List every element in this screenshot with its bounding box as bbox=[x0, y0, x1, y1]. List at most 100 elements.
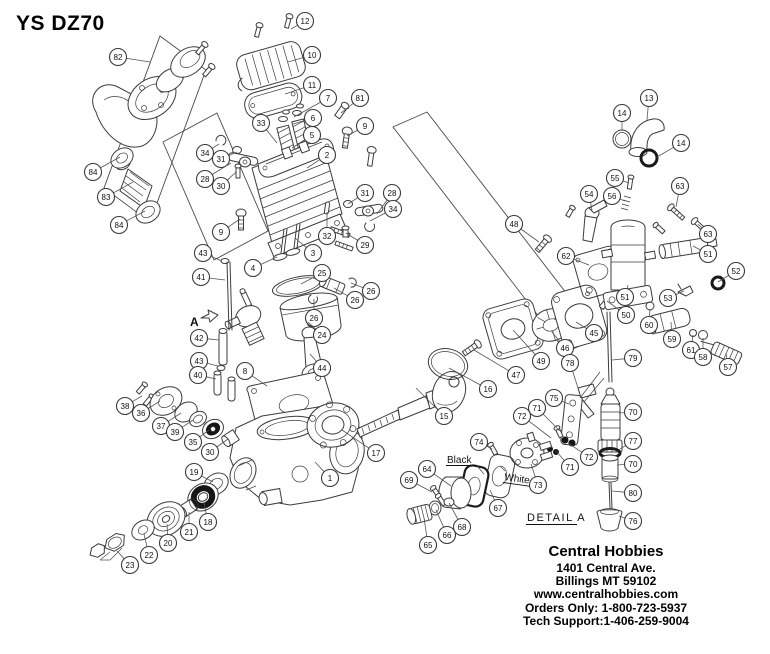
leader-line bbox=[717, 275, 729, 283]
callout-circle bbox=[584, 323, 604, 343]
callout-68: 68 bbox=[448, 502, 472, 537]
callout-circle bbox=[615, 287, 635, 307]
callout-77: 77 bbox=[619, 431, 643, 451]
callout-13: 13 bbox=[639, 88, 659, 121]
callout-number: 64 bbox=[423, 465, 432, 474]
callout-number: 70 bbox=[629, 408, 638, 417]
callout-number: 32 bbox=[323, 232, 332, 241]
callout-circle bbox=[211, 149, 231, 169]
callout-62: 62 bbox=[556, 246, 590, 266]
callout-50: 50 bbox=[606, 300, 636, 325]
callout-circle bbox=[504, 214, 524, 234]
callout-circle bbox=[399, 470, 419, 490]
callout-number: 75 bbox=[550, 394, 559, 403]
callout-circle bbox=[417, 459, 437, 479]
callout-number: 12 bbox=[301, 17, 310, 26]
callout-number: 21 bbox=[185, 528, 194, 537]
callout-circle bbox=[120, 555, 140, 575]
leader-line bbox=[293, 101, 321, 118]
callout-circle bbox=[469, 432, 489, 452]
pump-body-drawing bbox=[509, 431, 554, 469]
leader-line bbox=[616, 464, 625, 466]
callout-number: 6 bbox=[311, 114, 316, 123]
callout-number: 30 bbox=[206, 448, 215, 457]
callout-number: 63 bbox=[704, 230, 713, 239]
leader-line bbox=[181, 419, 194, 428]
leader-line bbox=[347, 197, 359, 205]
leader-line bbox=[572, 370, 579, 389]
leader-line bbox=[675, 290, 685, 295]
callout-circle bbox=[452, 517, 472, 537]
callout-circle bbox=[623, 511, 643, 531]
callout-circle bbox=[437, 525, 457, 545]
callout-8: 8 bbox=[235, 361, 268, 387]
leader-line bbox=[226, 171, 237, 181]
cylinder-head-drawing bbox=[251, 138, 354, 258]
callout-number: 17 bbox=[372, 449, 381, 458]
callout-circle bbox=[303, 243, 323, 263]
callout-circle bbox=[418, 535, 438, 555]
callout-59: 59 bbox=[662, 321, 682, 349]
front-drive-stack-drawing bbox=[89, 381, 240, 561]
callout-40: 40 bbox=[188, 365, 217, 385]
callout-81: 81 bbox=[340, 88, 370, 114]
callout-number: 71 bbox=[566, 463, 575, 472]
leader-line bbox=[211, 162, 232, 175]
callout-19: 19 bbox=[184, 462, 214, 483]
leader-line bbox=[611, 490, 625, 493]
leader-line bbox=[486, 445, 493, 450]
detail-a-caption: DETAIL A bbox=[526, 512, 585, 525]
callout-number: 55 bbox=[611, 174, 620, 183]
callout-number: 25 bbox=[318, 269, 327, 278]
callout-circle bbox=[361, 281, 381, 301]
callout-circle bbox=[612, 103, 632, 123]
callout-circle bbox=[718, 357, 738, 377]
callout-number: 82 bbox=[114, 53, 123, 62]
callout-17: 17 bbox=[341, 429, 386, 463]
callout-number: 18 bbox=[204, 518, 213, 527]
callout-number: 34 bbox=[389, 205, 398, 214]
page-title: YS DZ70 bbox=[16, 12, 105, 35]
callout-43: 43 bbox=[189, 351, 219, 371]
regulator-drawing bbox=[547, 311, 623, 532]
callout-number: 78 bbox=[566, 359, 575, 368]
address-line-website[interactable]: www.centralhobbies.com bbox=[533, 587, 679, 602]
callout-84: 84 bbox=[83, 156, 121, 182]
callout-circle bbox=[544, 388, 564, 408]
black-label: Black bbox=[447, 455, 472, 466]
callout-84: 84 bbox=[109, 210, 146, 235]
callout-2: 2 bbox=[306, 145, 337, 169]
callout-71: 71 bbox=[555, 450, 580, 477]
callout-circle bbox=[302, 125, 322, 145]
leader-line bbox=[433, 473, 452, 487]
callout-circle bbox=[383, 199, 403, 219]
callout-32: 32 bbox=[317, 212, 337, 246]
address-line-support-phone: Tech Support:1-406-259-9004 bbox=[523, 613, 689, 628]
callout-circle bbox=[623, 348, 643, 368]
callout-number: 28 bbox=[201, 175, 210, 184]
callout-number: 40 bbox=[194, 371, 203, 380]
callout-number: 68 bbox=[458, 523, 467, 532]
callout-circle bbox=[698, 244, 718, 264]
leader-line bbox=[132, 395, 143, 403]
callout-number: 65 bbox=[424, 541, 433, 550]
callout-circle bbox=[188, 365, 208, 385]
leader-line bbox=[530, 463, 536, 478]
callout-number: 23 bbox=[126, 561, 135, 570]
callout-number: 2 bbox=[325, 151, 330, 160]
callout-11: 11 bbox=[284, 75, 322, 95]
callout-circle bbox=[191, 267, 211, 287]
callout-circle bbox=[109, 215, 129, 235]
callout-number: 24 bbox=[318, 331, 327, 340]
callout-number: 16 bbox=[484, 385, 493, 394]
callout-number: 34 bbox=[201, 149, 210, 158]
callout-number: 72 bbox=[518, 412, 527, 421]
callout-circle bbox=[108, 47, 128, 67]
callout-circle bbox=[131, 403, 151, 423]
callout-circle bbox=[693, 347, 713, 367]
throttle-arm-drawing bbox=[565, 199, 608, 243]
callout-number: 15 bbox=[440, 412, 449, 421]
callout-number: 62 bbox=[562, 252, 571, 261]
callout-circle bbox=[488, 498, 508, 518]
callout-circle bbox=[318, 88, 338, 108]
